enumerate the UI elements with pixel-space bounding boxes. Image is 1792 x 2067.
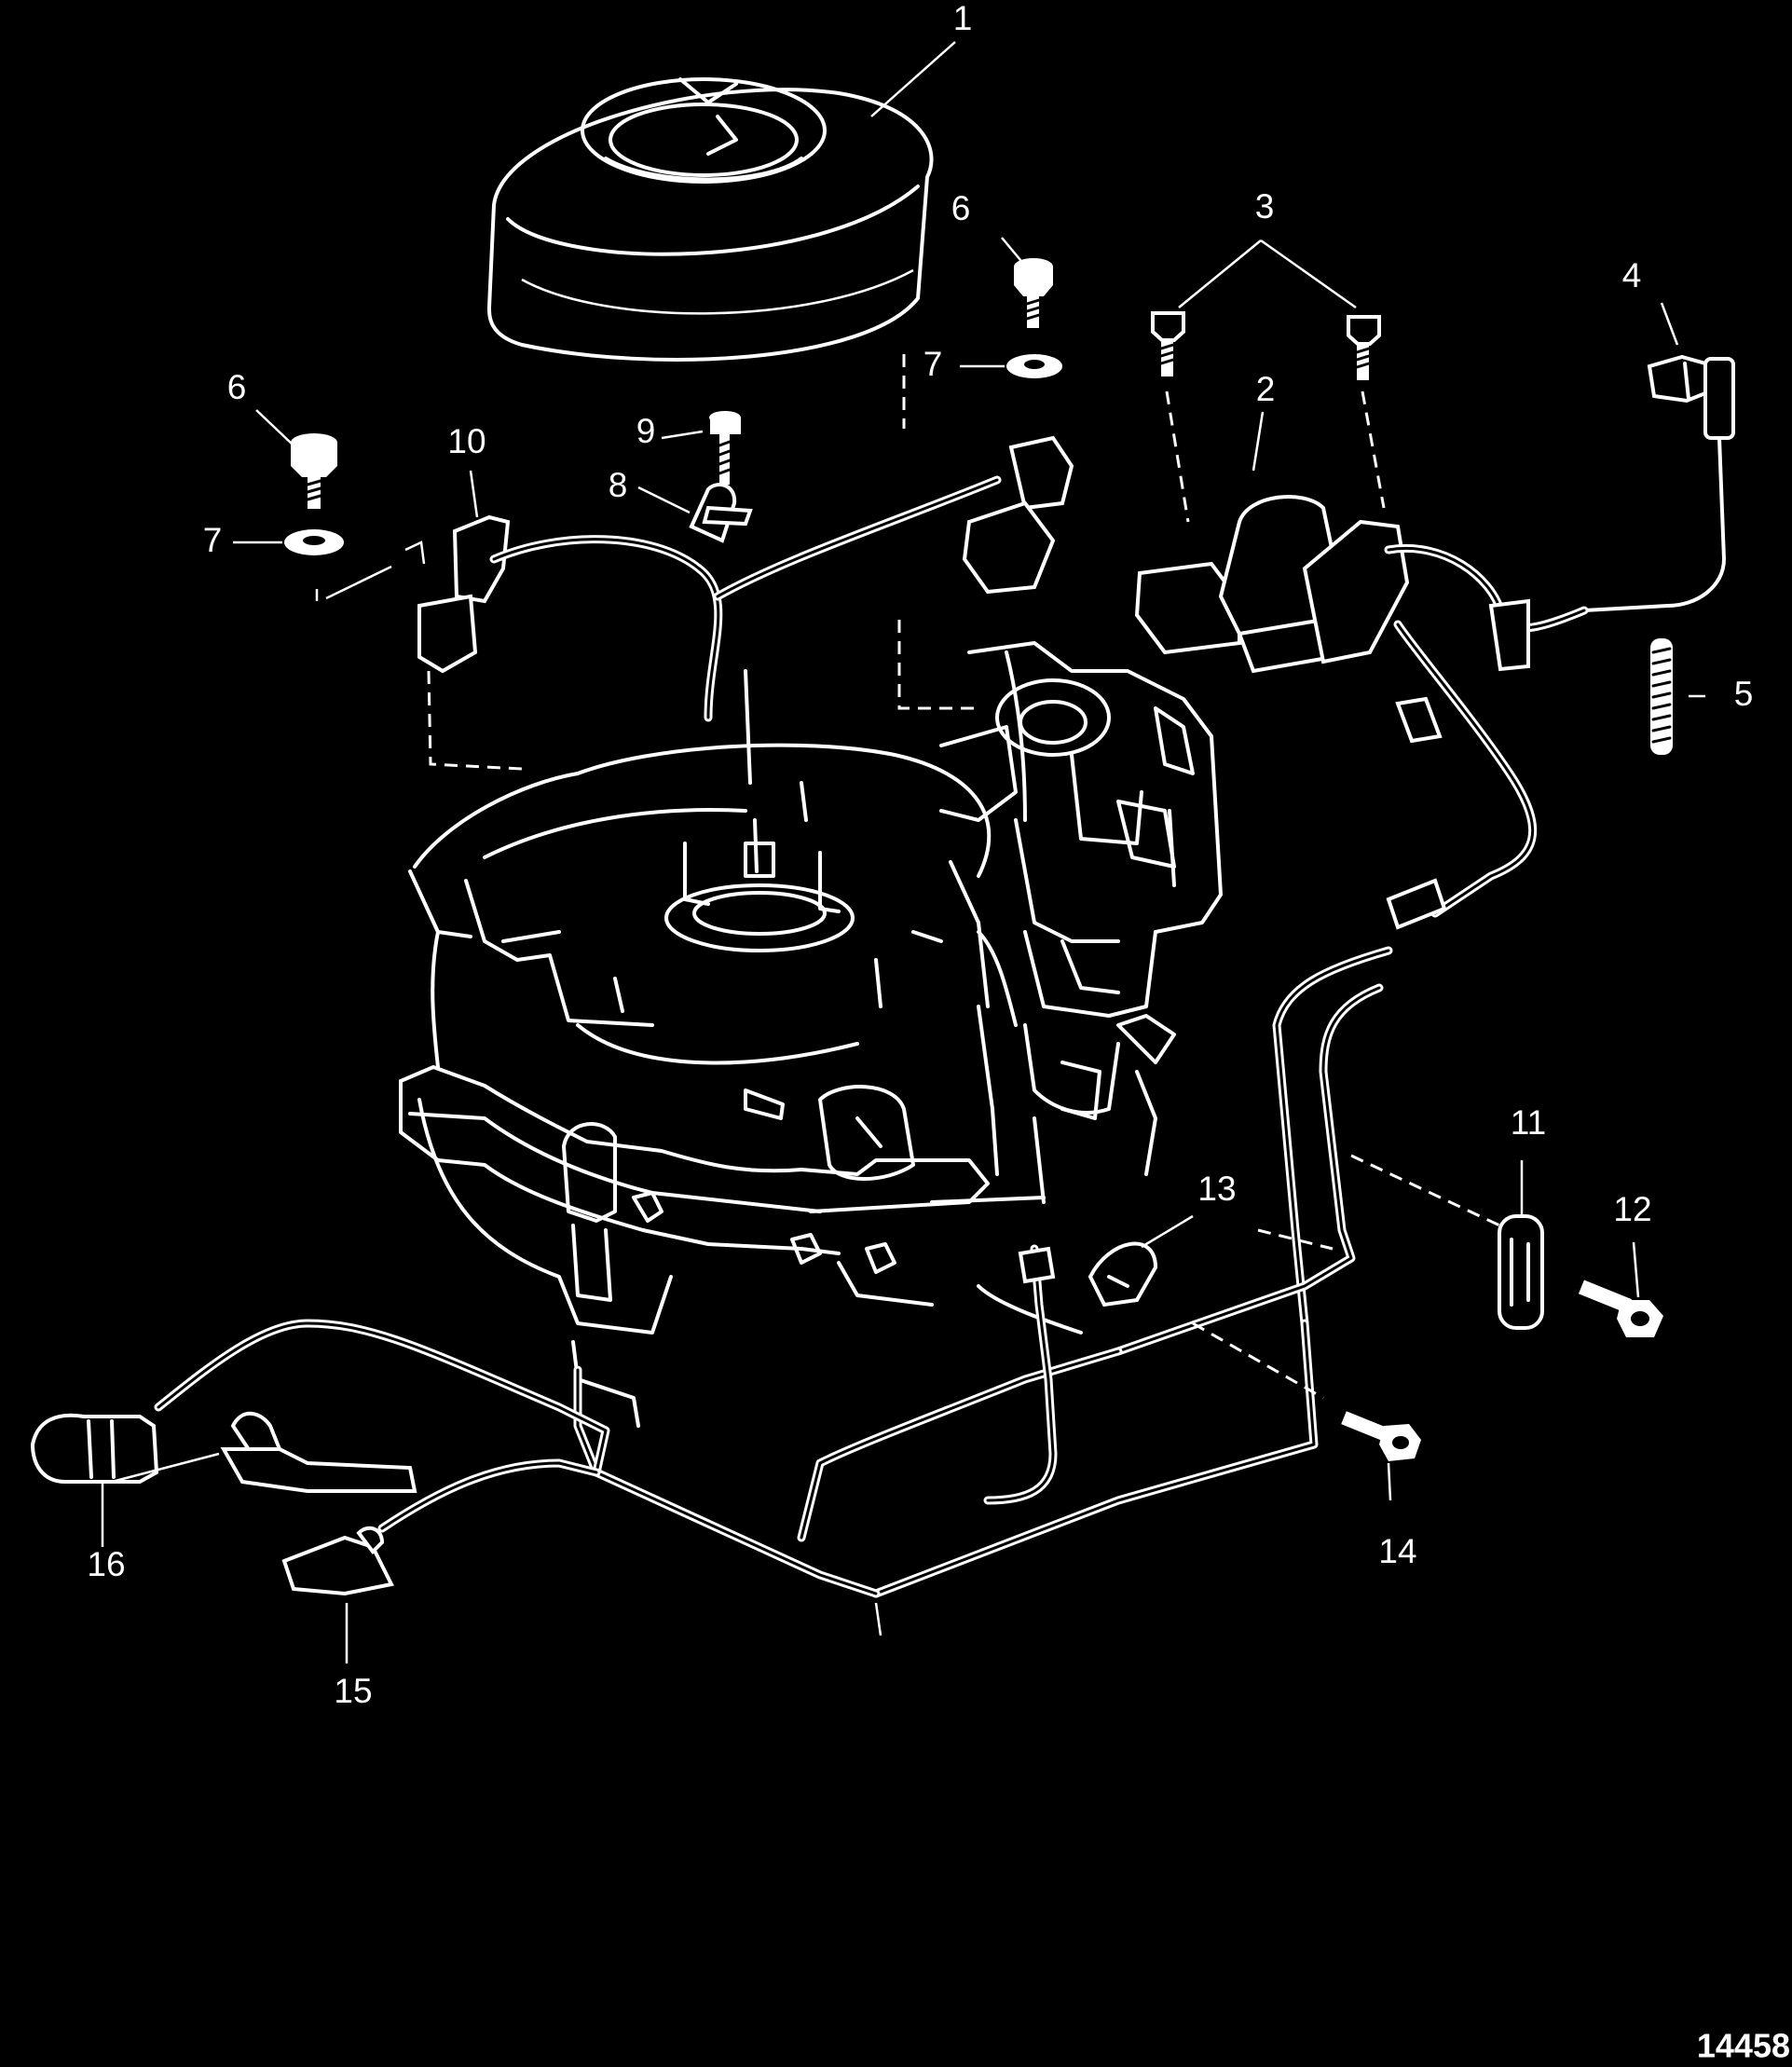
callout-13: 13 — [1197, 1170, 1236, 1208]
clamp-part — [689, 483, 753, 543]
ignition-coil-part — [1134, 495, 1589, 674]
carburetor-part — [939, 641, 1223, 1204]
callout-2: 2 — [1256, 370, 1276, 408]
callout-8: 8 — [609, 466, 628, 504]
connector-16-part — [30, 1411, 417, 1493]
callout-1: 1 — [953, 0, 973, 37]
callout-9: 9 — [636, 412, 656, 450]
stator-plate-part — [408, 669, 992, 1065]
flywheel-cover-part — [487, 77, 934, 362]
washer-left-part — [284, 529, 344, 555]
screw-12-part — [1578, 1280, 1663, 1337]
screw-left-part — [291, 433, 337, 509]
screw-center-part — [1014, 258, 1053, 328]
small-screw-part — [709, 411, 741, 485]
callout-6b: 6 — [951, 189, 971, 227]
crankcase-part — [399, 930, 1083, 1428]
coil-screw-left-part — [1151, 311, 1185, 376]
washer-center-part — [1006, 354, 1062, 378]
coil-screw-right-part — [1347, 315, 1381, 380]
callout-16: 16 — [87, 1545, 125, 1583]
callout-14: 14 — [1378, 1532, 1416, 1570]
clip-13-part — [1088, 1241, 1158, 1307]
callout-10: 10 — [447, 422, 486, 460]
callout-12: 12 — [1613, 1190, 1651, 1228]
leader-lines — [101, 41, 1705, 1663]
callout-labels: 1 2 3 4 5 6 6 7 7 8 9 10 11 12 13 14 15 … — [87, 0, 1790, 2065]
spring-part — [1650, 638, 1673, 755]
callout-7b: 7 — [923, 345, 943, 383]
screw-14-part — [1341, 1411, 1421, 1461]
callout-4: 4 — [1622, 256, 1642, 294]
wire-harness-part — [154, 620, 1538, 1636]
stator-harness-part — [417, 354, 1074, 771]
callout-3: 3 — [1255, 187, 1275, 226]
terminal-15-part — [281, 1526, 394, 1596]
callout-7a: 7 — [203, 521, 223, 559]
callout-15: 15 — [334, 1672, 372, 1710]
callout-5: 5 — [1734, 675, 1754, 713]
callout-6a: 6 — [227, 368, 247, 406]
grommet-part — [1498, 1214, 1544, 1330]
callout-11: 11 — [1511, 1103, 1546, 1142]
figure-number: 14458 — [1697, 2027, 1790, 2065]
spark-plug-cap-part — [1582, 354, 1735, 612]
